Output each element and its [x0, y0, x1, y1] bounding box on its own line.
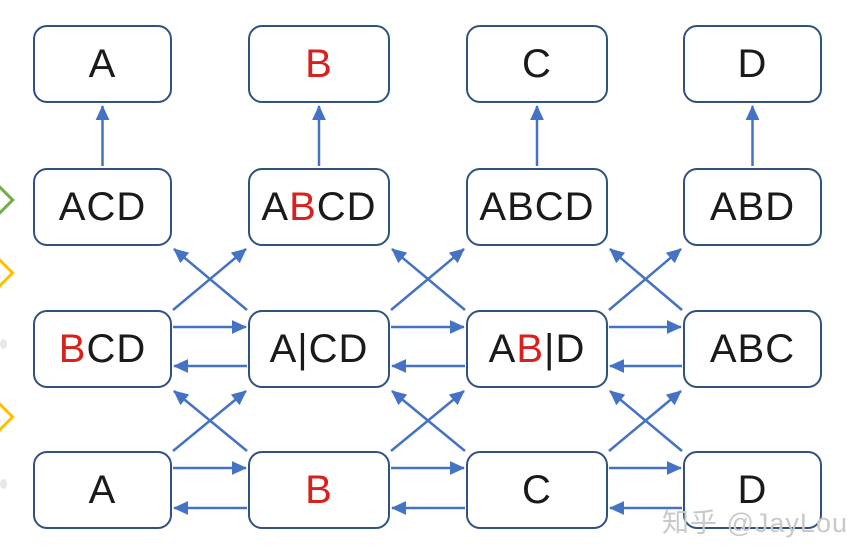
node-r2c3: ABCD: [466, 168, 608, 246]
letter: CD: [316, 184, 377, 229]
letter: D: [737, 467, 768, 512]
arrow-r3c1-to-r2c2: [172, 248, 247, 311]
arrow-r4c3-to-r3c2: [391, 390, 466, 452]
letter: D: [737, 41, 768, 86]
letter: ABC: [709, 326, 796, 371]
node-r3c4: ABC: [683, 310, 822, 388]
letter: A: [261, 184, 290, 229]
faint-edge-mark: [0, 339, 7, 349]
arrow-r4c3-to-r3c4: [608, 390, 682, 452]
node-r1c3: C: [466, 25, 608, 103]
highlighted-letter: B: [58, 326, 87, 371]
highlighted-letter: B: [305, 41, 333, 86]
faint-edge-mark: [0, 479, 7, 489]
letter: ABCD: [479, 184, 595, 229]
letter: A|CD: [269, 326, 369, 371]
arrow-r3c2-to-r2c3: [390, 248, 465, 311]
arrow-r3c2-to-r2c1: [173, 248, 248, 311]
node-r3c2: A|CD: [248, 310, 390, 388]
arrow-r4c2-to-r3c3: [390, 390, 465, 452]
arrow-r4c2-to-r3c1: [173, 390, 248, 452]
letter: A: [88, 41, 117, 86]
letter: C: [522, 41, 552, 86]
node-r4c1: A: [33, 451, 172, 529]
node-r1c4: D: [683, 25, 822, 103]
letter: A: [488, 326, 517, 371]
highlighted-letter: B: [289, 184, 317, 229]
arrow-r4c4-to-r3c3: [609, 390, 683, 452]
highlighted-letter: B: [305, 467, 333, 512]
orange-diamond-marker: [0, 253, 15, 293]
watermark: 知乎 @JayLou: [662, 508, 848, 538]
node-r1c2: B: [248, 25, 390, 103]
highlighted-letter: B: [516, 326, 545, 371]
arrow-r3c3-to-r2c2: [391, 248, 466, 311]
node-r2c4: ABD: [683, 168, 822, 246]
letter: A: [88, 467, 117, 512]
arrow-r3c4-to-r2c3: [609, 248, 683, 311]
letter: ACD: [58, 184, 147, 229]
letter: CD: [86, 326, 147, 371]
arrow-r4c1-to-r3c2: [172, 390, 247, 452]
node-r1c1: A: [33, 25, 172, 103]
node-r4c2: B: [248, 451, 390, 529]
letter: C: [522, 467, 552, 512]
letter: ABD: [709, 184, 796, 229]
node-r4c3: C: [466, 451, 608, 529]
letter: |D: [544, 326, 586, 371]
arrow-r3c3-to-r2c4: [608, 248, 682, 311]
orange-diamond-marker: [0, 397, 15, 437]
green-diamond-marker: [0, 180, 15, 220]
node-r2c1: ACD: [33, 168, 172, 246]
node-r4c4: D: [683, 451, 822, 529]
